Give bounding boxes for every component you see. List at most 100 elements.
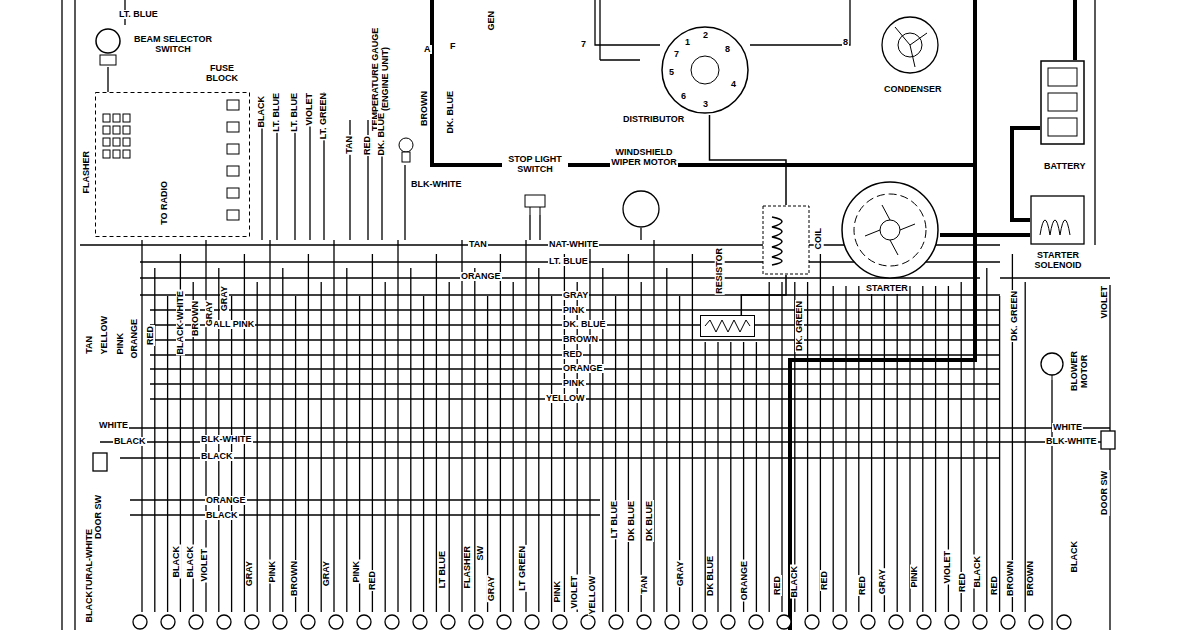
wire-grid	[80, 240, 1110, 612]
wire-label: SW	[476, 545, 485, 562]
wire-label: GRAY	[245, 560, 254, 587]
wire-label: TAN	[85, 335, 94, 355]
terminal-number: 7	[673, 50, 680, 59]
wire	[346, 268, 347, 612]
component-label: DOOR SW	[94, 494, 104, 540]
connector-bulb	[833, 615, 847, 629]
component-label: COIL	[814, 227, 824, 251]
wire	[717, 342, 718, 612]
wire	[141, 240, 142, 612]
wire-label: BLK-WHITE	[1045, 437, 1098, 446]
wire	[961, 282, 962, 612]
wire-label: BLACK	[790, 565, 799, 599]
drawing-part	[540, 207, 541, 215]
wire-label: LT. GREEN	[319, 92, 328, 140]
wire-label: PINK	[562, 379, 586, 388]
wire-label: LT BLUE	[438, 550, 447, 589]
wire-label: PINK	[116, 332, 125, 356]
component-symbol	[90, 25, 126, 67]
connector-bulb	[329, 615, 343, 629]
wire-label: BLACK	[200, 452, 234, 461]
connector-bulb	[693, 615, 707, 629]
component-label: RESISTOR	[715, 247, 725, 295]
connector-bulb	[581, 615, 595, 629]
drawing-part	[123, 114, 130, 122]
component-label: STARTER SOLENOID	[1026, 251, 1090, 270]
wire	[130, 499, 600, 500]
connector-bulb	[805, 615, 819, 629]
drawing-part	[1052, 375, 1053, 380]
wire-label: VIOLET	[943, 550, 952, 585]
wire-label: PINK	[562, 306, 586, 315]
wire-label: DK. BLUE	[562, 320, 607, 329]
component: STARTER	[840, 180, 940, 280]
component-label: DOOR SW	[1100, 470, 1110, 516]
wire	[845, 286, 846, 612]
drawing-part	[402, 152, 410, 162]
connector-bulb	[301, 615, 315, 629]
heavy-cable	[432, 0, 1075, 630]
drawing-part	[227, 166, 239, 176]
wire	[62, 0, 125, 630]
wire-label: DK BLUE	[645, 500, 654, 542]
wire-label: DK BLUE	[627, 500, 636, 542]
drawing-part	[113, 126, 120, 134]
wire	[871, 286, 872, 612]
wire-label: LT BLUE	[610, 500, 619, 539]
wire-label: LT GREEN	[518, 545, 527, 592]
connector-bulb	[133, 615, 147, 629]
drawing-part	[93, 453, 107, 471]
drawing-part	[842, 182, 938, 278]
terminal-number: 6	[680, 92, 687, 101]
wire-label: BLACK-WHITE	[176, 290, 185, 356]
drawing-part	[1048, 93, 1077, 111]
connector-bulb	[553, 615, 567, 629]
drawing-part	[227, 100, 239, 110]
component-label: DISTRIBUTOR	[622, 115, 685, 125]
drawing-part	[530, 207, 531, 215]
drawing-part	[96, 93, 250, 237]
wire	[641, 282, 642, 612]
wire-label: PINK	[553, 580, 562, 604]
wire-label: BROWN	[562, 335, 599, 344]
wire-label: RED	[990, 575, 999, 596]
wire-label: RED	[820, 570, 829, 591]
component-symbol	[622, 190, 660, 228]
connector-bulb	[637, 615, 651, 629]
connector-bulb	[217, 615, 231, 629]
wire	[820, 254, 821, 612]
drawing-part	[623, 191, 659, 227]
drawing-part	[1041, 353, 1063, 375]
connector-bulb	[525, 615, 539, 629]
wire-label: TAN	[640, 575, 649, 595]
connector-bulb	[273, 615, 287, 629]
drawing-part	[1031, 196, 1084, 244]
drawing-part	[123, 138, 130, 146]
drawing-part	[103, 138, 110, 146]
wire-label: BLACK	[85, 590, 94, 624]
drawing-part	[113, 138, 120, 146]
wire-label: BLACK	[973, 555, 982, 589]
component: FUSE BLOCK	[95, 92, 250, 237]
wire-label: PINK	[910, 565, 919, 589]
component-symbol	[1040, 60, 1085, 145]
wire-label: BROWN	[1006, 560, 1015, 597]
wire-label: BLACK	[172, 545, 181, 579]
connector-row	[133, 615, 1071, 629]
wire-label: LT. BLUE	[548, 257, 589, 266]
component-symbol	[840, 180, 940, 280]
wire	[130, 514, 600, 515]
drawing-part	[113, 114, 120, 122]
component: DOOR SW	[1100, 430, 1116, 450]
wire	[262, 92, 405, 240]
drawing-part	[865, 205, 915, 255]
component-symbol	[762, 205, 810, 275]
wire-label: GEN	[487, 10, 496, 32]
component: STARTER SOLENOID	[1030, 195, 1085, 245]
wire-label: BLK-WHITE	[410, 180, 463, 189]
wire-label: BROWN	[191, 300, 200, 337]
wire-label: ORANGE	[740, 560, 749, 602]
drawing-part	[763, 206, 809, 274]
terminal-number: 3	[702, 100, 709, 109]
connector-bulb	[721, 615, 735, 629]
